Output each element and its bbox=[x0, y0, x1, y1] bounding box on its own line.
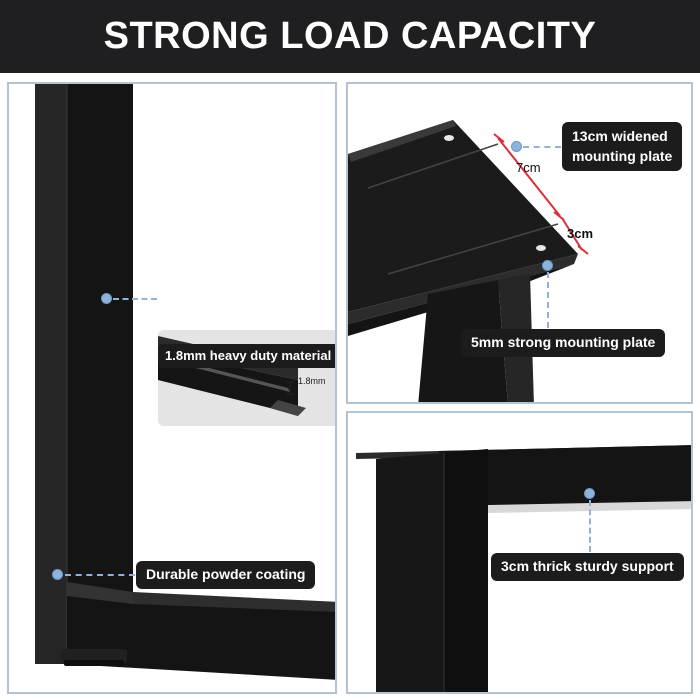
callout-dot bbox=[101, 293, 112, 304]
callout-line bbox=[547, 272, 549, 328]
coating-label: Durable powder coating bbox=[136, 561, 316, 589]
support-label: 3cm thrick sturdy support bbox=[491, 553, 684, 581]
panel-frame-corner: 3cm thrick sturdy support bbox=[346, 411, 693, 694]
callout-dot bbox=[542, 260, 553, 271]
panel-mounting-plate: 7cm 3cm 13cm widened mounting plate 5mm … bbox=[346, 82, 693, 404]
strong-plate-label: 5mm strong mounting plate bbox=[461, 329, 666, 357]
callout-line bbox=[65, 574, 135, 576]
material-label: 1.8mm heavy duty material bbox=[158, 344, 335, 369]
header-banner: STRONG LOAD CAPACITY bbox=[0, 0, 700, 73]
leg-frame-illustration bbox=[35, 84, 335, 680]
inset-thickness-value: 1.8mm bbox=[298, 376, 326, 386]
dimension-7cm: 7cm bbox=[516, 160, 541, 175]
callout-dot bbox=[584, 488, 595, 499]
dimension-3cm: 3cm bbox=[567, 226, 594, 241]
mounting-plate-illustration bbox=[348, 120, 589, 402]
callout-dot bbox=[511, 141, 522, 152]
page-title: STRONG LOAD CAPACITY bbox=[103, 15, 597, 57]
frame-corner-illustration bbox=[356, 445, 691, 692]
callout-line bbox=[113, 298, 157, 300]
panel-leg-closeup: 1.8mm 1.8mm heavy duty material Durable … bbox=[7, 82, 337, 694]
callout-line bbox=[523, 146, 561, 148]
callout-line bbox=[589, 500, 591, 552]
callout-dot bbox=[52, 569, 63, 580]
widened-plate-label: 13cm widened mounting plate bbox=[562, 122, 683, 172]
